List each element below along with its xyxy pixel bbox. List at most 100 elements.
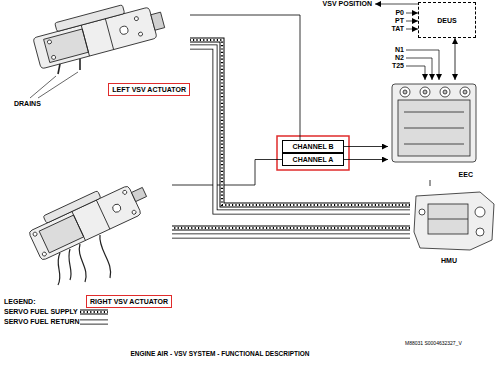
legend-sample-supply (80, 311, 108, 313)
right-actuator-drawing (43, 191, 101, 224)
supply-line-core (172, 227, 410, 230)
return-line-core (172, 234, 410, 237)
hmu-drawing (414, 192, 494, 250)
signal-label: VSV POSITION (323, 0, 372, 8)
left-actuator-drawing (31, 0, 167, 69)
left-actuator-drawing (151, 12, 165, 30)
node-label: HMU (438, 255, 460, 266)
eec-drawing (440, 87, 450, 97)
signal-line (172, 160, 282, 186)
eec-drawing (404, 144, 464, 145)
fuel-line (190, 40, 410, 212)
signal-label: T25 (392, 62, 404, 70)
signal-line (455, 38, 456, 80)
signal-label: N1 (395, 46, 404, 54)
signal-line (190, 15, 300, 140)
left-actuator-drawing (51, 55, 56, 60)
connector-path (430, 180, 431, 186)
right-actuator-drawing (42, 251, 47, 256)
highlight-frame (277, 136, 349, 170)
hmu-region: HMU (410, 186, 498, 266)
signal-line (344, 159, 388, 160)
eec-drawing (420, 87, 430, 97)
legend-sample-supply (80, 310, 108, 315)
actuator-cables (58, 235, 111, 285)
actuator-region: RIGHT VSV ACTUATOR (36, 168, 172, 308)
drain-tubes (58, 59, 80, 74)
eec-drawing (460, 87, 470, 97)
fuel-line (172, 228, 410, 236)
actuator-cables (58, 253, 60, 285)
signal-label: P0 (395, 9, 404, 17)
signal-label: DRAINS (14, 100, 41, 108)
eec-drawing (403, 90, 407, 94)
legend-sample-return (80, 322, 108, 323)
drain-tubes (79, 59, 81, 70)
node-label: DEUS (437, 16, 456, 25)
channel-box: CHANNEL A (282, 153, 344, 166)
signal-arrows (406, 58, 432, 80)
hmu-drawing (419, 209, 425, 215)
legend-sample-return (80, 320, 108, 323)
hmu-drawing (428, 219, 468, 220)
actuator-cables (100, 235, 111, 278)
supply-line-outline (190, 40, 410, 205)
node-label: LEFT VSV ACTUATOR (108, 83, 190, 96)
signal-label: N2 (395, 54, 404, 62)
hmu-drawing (476, 228, 484, 236)
eec-region: EEC (388, 80, 482, 180)
eec-drawing (463, 90, 467, 94)
signal-label: TAT (391, 25, 404, 33)
left-actuator-drawing (105, 19, 113, 50)
leader-lines (30, 72, 78, 98)
legend-sample-return (80, 320, 108, 325)
connector-path (344, 146, 388, 147)
left-actuator-drawing (134, 16, 139, 21)
right-actuator-drawing (72, 211, 86, 240)
hmu-drawing (414, 192, 494, 250)
computer-box: DEUS (418, 2, 476, 38)
right-actuator-drawing (131, 210, 136, 215)
eec-drawing (392, 84, 476, 162)
supply-line-core (190, 40, 410, 205)
left-actuator-drawing (81, 25, 89, 56)
supply-line-dots (190, 40, 410, 205)
eec-drawing (400, 87, 410, 97)
eec-drawing (404, 112, 464, 113)
node-label: CHANNEL B (292, 142, 333, 151)
supply-line-outline (172, 226, 410, 231)
hmu-drawing (428, 204, 468, 234)
signal-arrows (406, 66, 425, 80)
left-actuator-drawing (55, 5, 125, 32)
signal-label: LEGEND: (4, 298, 36, 306)
left-actuator-drawing (44, 29, 89, 63)
connector-path (344, 159, 388, 160)
connector-path (190, 15, 300, 140)
hmu-drawing (475, 207, 485, 217)
channel-box: CHANNEL B (282, 140, 344, 153)
right-actuator-drawing (131, 187, 146, 201)
left-actuator-drawing (138, 32, 143, 37)
return-line-outline (172, 234, 410, 239)
connector-path (455, 38, 456, 80)
legend-text: SERVO FUEL SUPPLY (4, 308, 78, 316)
actuator-region: LEFT VSV ACTUATOR (12, 2, 190, 96)
node-label: EEC (456, 169, 476, 180)
right-actuator-drawing (122, 190, 127, 195)
connector-path (172, 160, 282, 186)
right-actuator-drawing (25, 173, 152, 261)
eec-drawing (423, 90, 427, 94)
supply-line-dots (172, 227, 410, 229)
signal-arrows (406, 13, 418, 14)
figure-caption: ENGINE AIR - VSV SYSTEM - FUNCTIONAL DES… (60, 350, 380, 358)
actuator-cables (79, 244, 86, 282)
leader-lines (38, 72, 78, 98)
legend-sample-supply (80, 312, 108, 313)
reference-code: M88031 S0004632327_V (405, 340, 462, 346)
actuator-cables (69, 249, 71, 280)
signal-arrows (406, 21, 418, 22)
right-actuator-drawing (111, 203, 122, 214)
signal-line (430, 180, 431, 186)
left-actuator-drawing (47, 39, 52, 44)
